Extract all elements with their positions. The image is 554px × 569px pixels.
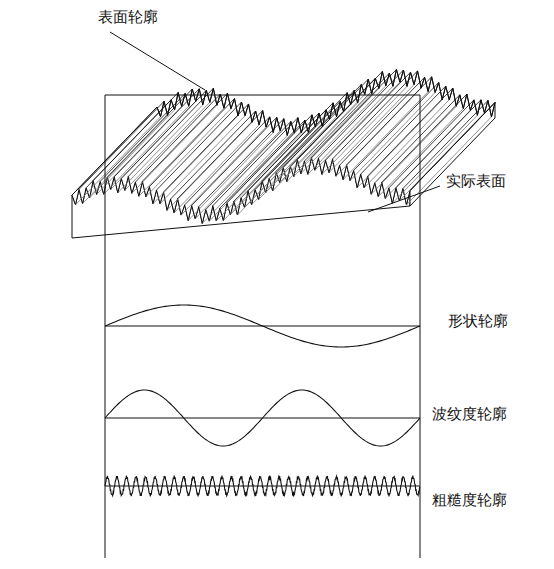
roughness-ridge xyxy=(326,72,411,160)
roughness-ridge xyxy=(160,116,245,204)
roughness-ridge xyxy=(227,115,312,203)
roughness-ridge xyxy=(118,105,203,193)
surface-block xyxy=(72,69,495,238)
roughness-ridge xyxy=(76,117,161,205)
roughness-ridge xyxy=(329,85,414,173)
surface-profile-label: 表面轮廓 xyxy=(96,8,160,26)
roughness-ridge xyxy=(188,133,273,221)
roughness-ridge xyxy=(139,108,224,196)
profiles xyxy=(105,305,420,496)
roughness-ridge xyxy=(216,133,301,221)
leader-line xyxy=(368,186,440,212)
roughness-ridge xyxy=(72,107,157,195)
roughness-ridge xyxy=(132,105,217,193)
roughness-ridge xyxy=(301,86,386,174)
form-profile xyxy=(105,305,420,347)
roughness-ridge xyxy=(364,100,449,188)
form-profile-label: 形状轮廓 xyxy=(446,312,510,330)
roughness-ridge xyxy=(382,94,467,182)
roughness-ridge xyxy=(304,73,389,161)
section-frame xyxy=(105,95,420,558)
roughness-ridge xyxy=(318,70,403,158)
roughness-ridge xyxy=(135,94,220,182)
roughness-ridge xyxy=(114,89,199,177)
roughness-ridge xyxy=(375,95,460,183)
roughness-profile xyxy=(105,476,420,497)
roughness-ridge xyxy=(368,88,453,176)
roughness-ridge xyxy=(104,106,189,194)
roughness-ridge xyxy=(178,111,263,199)
roughness-ridge xyxy=(97,106,182,194)
roughness-ridge xyxy=(392,115,477,203)
roughness-ridge xyxy=(146,109,231,197)
roughness-ridge xyxy=(142,93,227,181)
roughness-profile-label: 粗糙度轮廓 xyxy=(430,491,509,509)
roughness-ridge xyxy=(350,92,435,180)
roughness-ridge xyxy=(343,92,428,180)
block-top-surface xyxy=(72,69,495,223)
roughness-ridge xyxy=(347,77,432,165)
roughness-ridge xyxy=(174,125,259,213)
roughness-ridge xyxy=(322,86,407,174)
roughness-ridge xyxy=(406,117,491,205)
roughness-ridge xyxy=(287,94,372,182)
roughness-ridge xyxy=(311,69,396,157)
actual-surface-label: 实际表面 xyxy=(444,172,508,190)
roughness-ridge xyxy=(294,88,379,176)
leader-line xyxy=(110,32,205,90)
back-edge xyxy=(157,69,495,135)
roughness-ridge xyxy=(185,117,270,205)
roughness-ridge xyxy=(107,89,192,177)
roughness-ridge xyxy=(283,79,368,167)
roughness-ridge xyxy=(100,93,185,181)
waviness-profile-label: 波纹度轮廓 xyxy=(430,405,509,423)
roughness-ridge xyxy=(202,135,287,223)
waviness-profile xyxy=(105,390,420,446)
